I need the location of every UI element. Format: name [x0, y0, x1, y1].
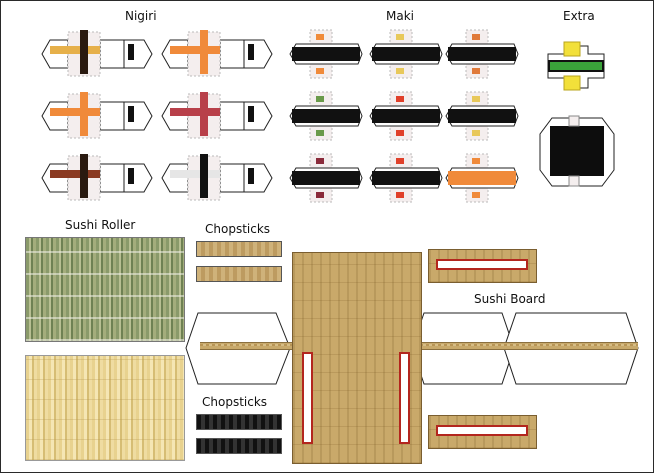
sushi-roller-yellow [25, 355, 185, 461]
nigiri-template [161, 154, 273, 201]
maki-template [289, 29, 363, 79]
chopsticks-label-bottom: Chopsticks [202, 395, 268, 409]
nigiri-template [41, 154, 153, 201]
chopstick-black-2 [196, 438, 282, 454]
maki-template [369, 91, 443, 141]
maki-template [289, 91, 363, 141]
maki-template [445, 91, 519, 141]
maki-template [445, 153, 519, 203]
board-leg-strip-top [436, 259, 528, 270]
board-edge-rail-right [420, 342, 638, 350]
maki-template [369, 29, 443, 79]
board-leg-strip-bottom [436, 425, 528, 436]
maki-label: Maki [386, 9, 414, 23]
chopsticks-label-top: Chopsticks [205, 222, 271, 236]
nigiri-template [41, 30, 153, 77]
chopstick-wood-2 [196, 266, 282, 282]
sushi-board-label: Sushi Board [474, 292, 546, 306]
sushi-roller-label: Sushi Roller [65, 218, 136, 232]
extra-label: Extra [563, 9, 595, 23]
board-edge-rail-left [200, 342, 292, 350]
maki-template [369, 153, 443, 203]
board-leg-left [302, 352, 313, 444]
maki-template [445, 29, 519, 79]
nigiri-template [161, 30, 273, 77]
sushi-roller-green [25, 237, 185, 342]
extra-wasabi-template [547, 41, 605, 91]
chopstick-black-1 [196, 414, 282, 430]
board-leg-right [399, 352, 410, 444]
extra-nori-block-template [539, 115, 615, 187]
chopstick-wood-1 [196, 241, 282, 257]
nigiri-template [161, 92, 273, 139]
maki-template [289, 153, 363, 203]
nigiri-label: Nigiri [125, 9, 157, 23]
nigiri-template [41, 92, 153, 139]
